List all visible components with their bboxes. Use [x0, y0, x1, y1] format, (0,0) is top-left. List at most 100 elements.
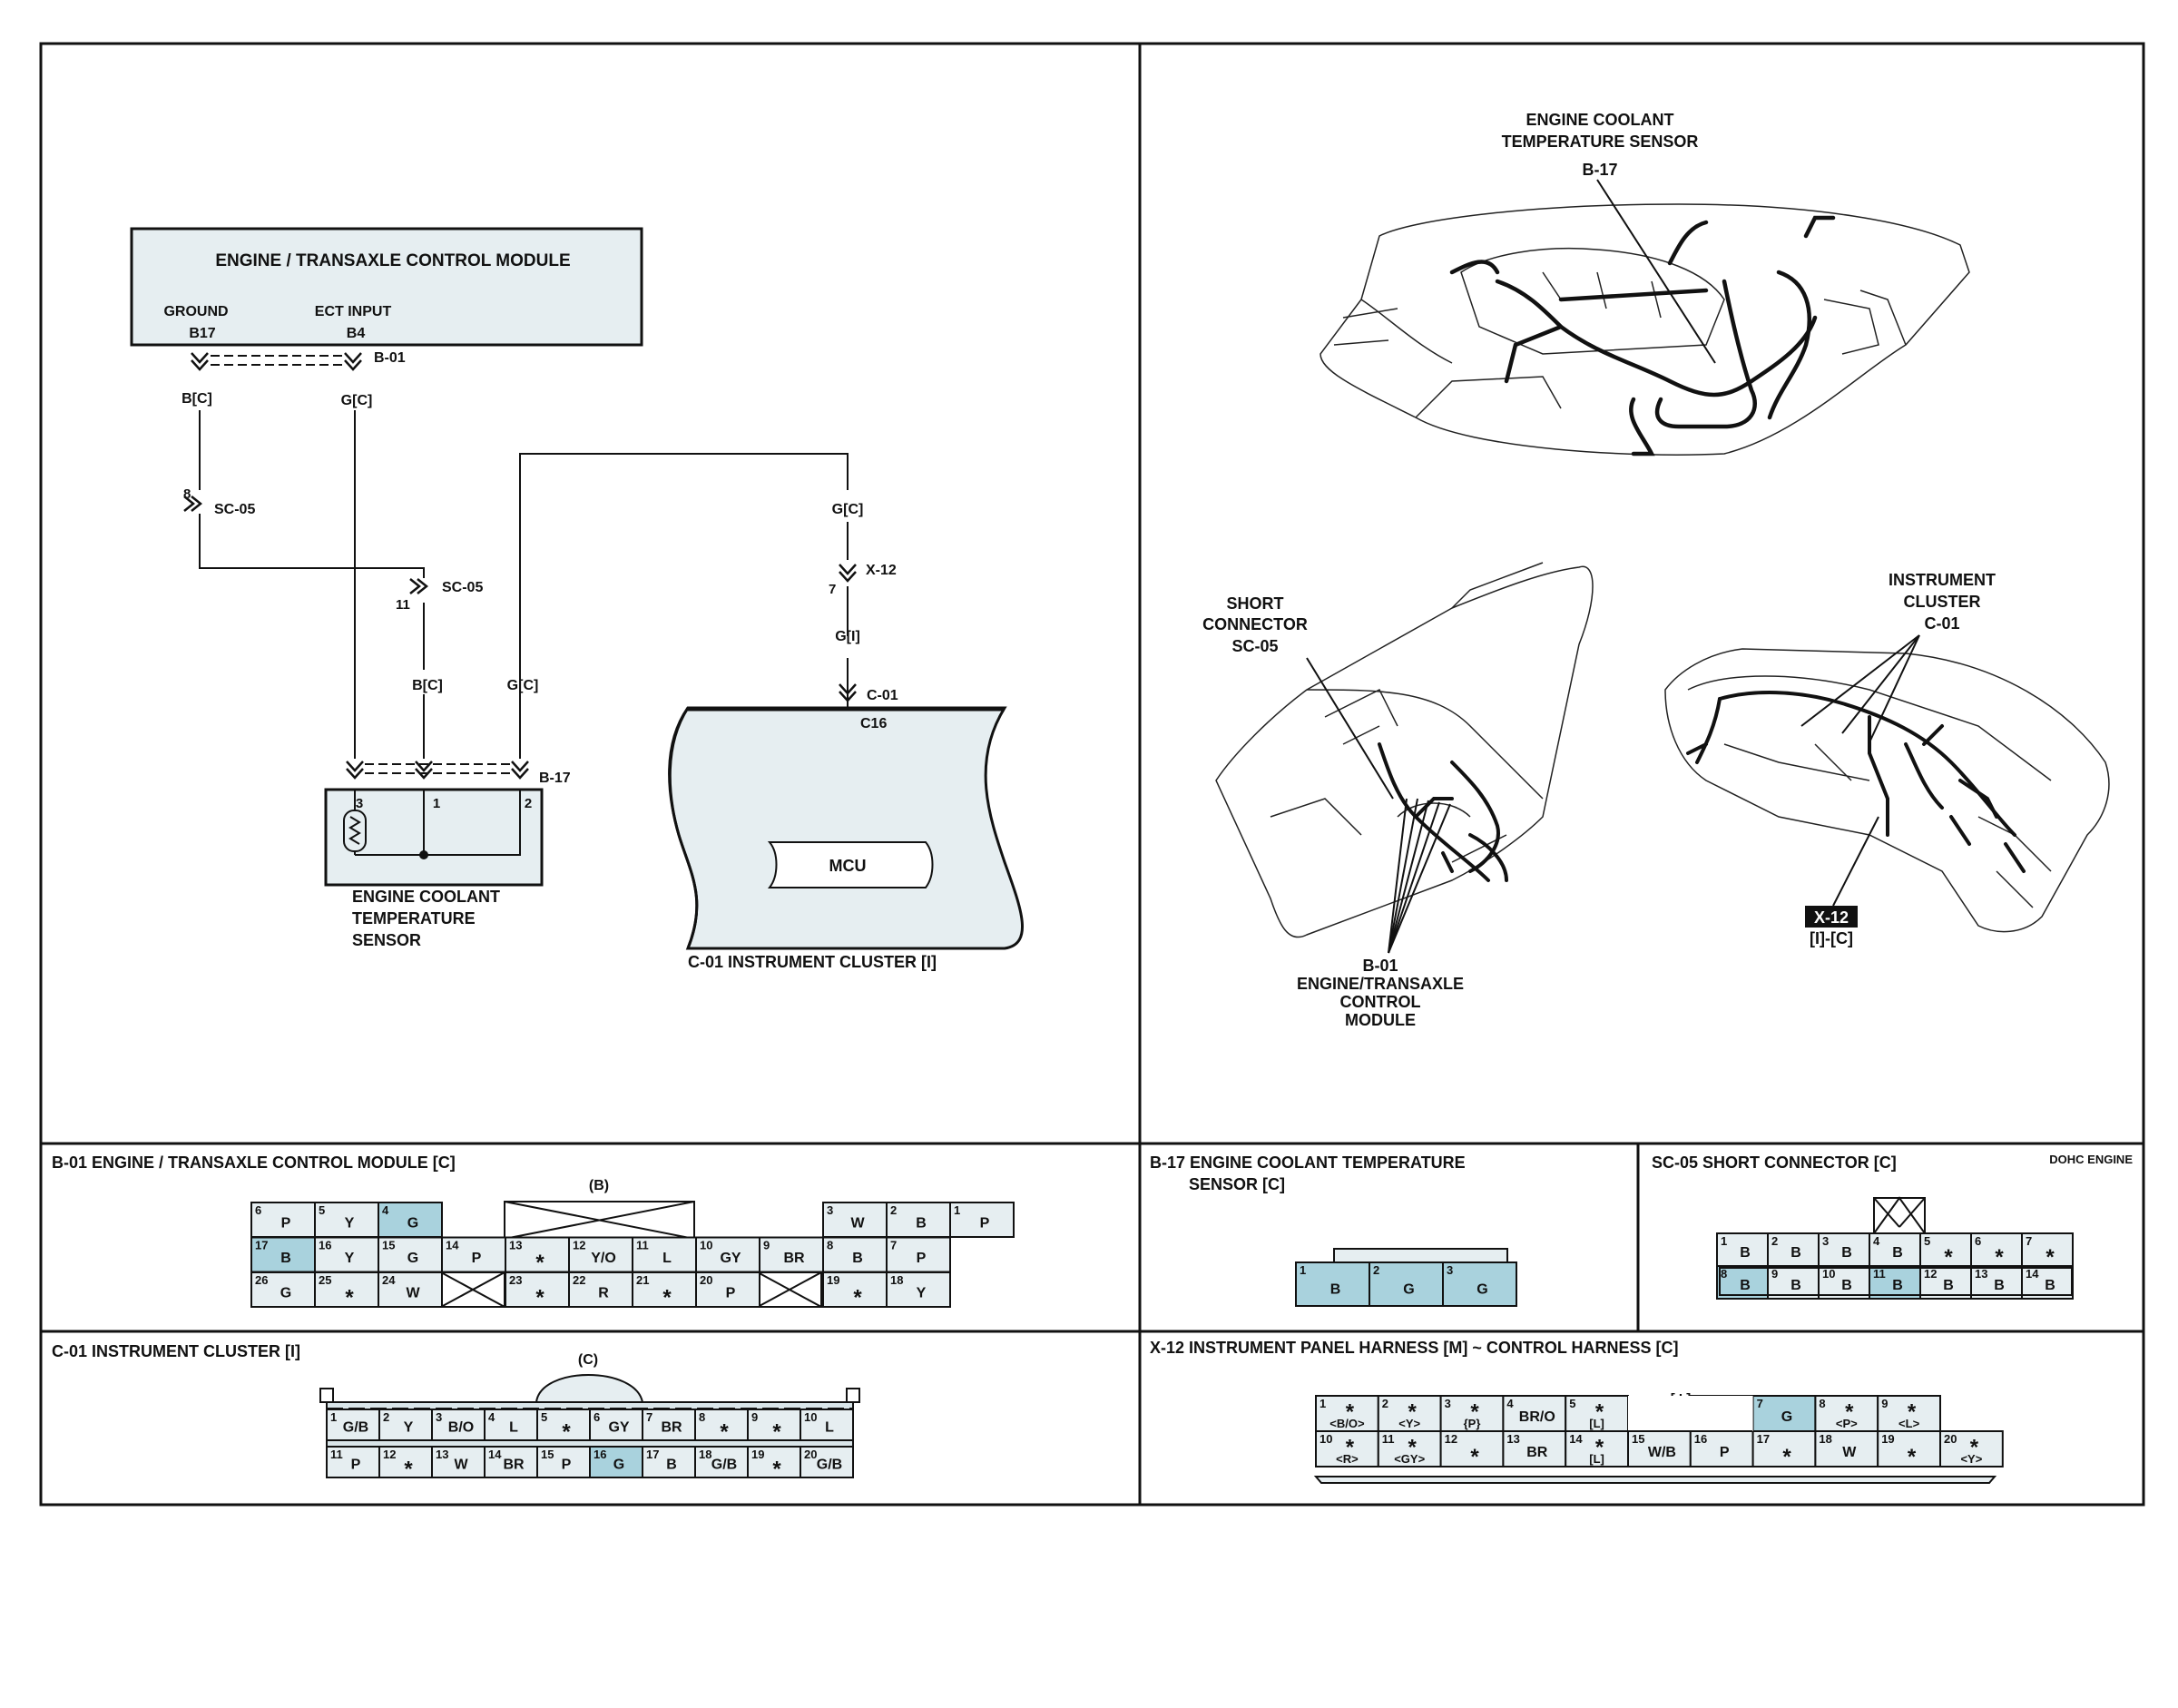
b17-title-line1: B-17 ENGINE COOLANT TEMPERATURE: [1150, 1153, 1466, 1172]
sc05-wire-color: B: [1841, 1278, 1852, 1293]
c01-wire-color: GY: [608, 1419, 629, 1435]
sc05-pin-number: 7: [2026, 1234, 2032, 1248]
b01-wire-color: Y/O: [591, 1251, 616, 1266]
sc05-pin-cell: [1767, 1265, 1820, 1300]
b01-pin-number: 20: [700, 1273, 712, 1287]
sc05-pin-cell: [1716, 1265, 1769, 1300]
b01-pin-cell: [378, 1202, 443, 1238]
wire-color-gi: G[I]: [835, 629, 860, 644]
loc-short-line1: SHORT: [1227, 594, 1284, 613]
x12-wire-color: *: [1346, 1436, 1355, 1460]
sc05-pin-7: 7*: [2021, 1232, 2074, 1270]
b01-wire-color: W: [850, 1215, 865, 1231]
c01-connector-label: C-01: [867, 688, 898, 703]
b01-wire-color: GY: [720, 1251, 741, 1266]
b01-pin-number: 14: [446, 1239, 459, 1252]
x12-pin-number: 13: [1506, 1432, 1519, 1446]
c01-pin-cell: [536, 1446, 591, 1478]
sc05-pin-number: 13: [1975, 1267, 1987, 1281]
b01-pin-5: 5Y: [314, 1202, 379, 1238]
x12-pin-19: 19*: [1877, 1430, 1941, 1469]
b01-wire-color: *: [345, 1285, 354, 1310]
x12-pin-number: 17: [1757, 1432, 1770, 1446]
b01-pin-number: 5: [319, 1203, 325, 1217]
b01-pin-25: 25*: [314, 1271, 379, 1310]
c01-pin-11: 11P: [326, 1446, 380, 1478]
c01-pin-number: 20: [804, 1448, 817, 1461]
sc05-pin-number: 9: [1771, 1267, 1778, 1281]
engine-harness: [1449, 215, 1836, 456]
b01-pin-number: 21: [636, 1273, 649, 1287]
sc05-wire-color: B: [1994, 1278, 2005, 1293]
c01-wire-color: *: [404, 1457, 413, 1481]
wires: [199, 410, 849, 842]
c01-pin-number: 6: [594, 1410, 600, 1424]
cluster-torn-edge-left: [668, 707, 699, 949]
sc05-pin-2: 2B: [1767, 1232, 1820, 1267]
sc05-key: [1873, 1196, 1926, 1237]
c01-pin-5: 5*: [536, 1409, 591, 1444]
x12-wire-color: *: [1408, 1400, 1418, 1425]
x12-pin-grid: 1*<B/O>2*<Y>3*{P}4BR/O5*[L]6*7G8*<P>9*<L…: [1315, 1395, 2004, 1469]
x12-pin-number: 19: [1881, 1432, 1894, 1446]
b17-title-line2: SENSOR [C]: [1189, 1175, 1285, 1193]
x12-pin-3: 3*{P}: [1439, 1395, 1505, 1432]
c01-wire-color: P: [351, 1457, 361, 1472]
x12-wire-note: <P>: [1836, 1417, 1858, 1430]
c01-pin-7: 7BR: [642, 1409, 696, 1441]
x12-pin-number: 14: [1569, 1432, 1583, 1446]
c01-pin-9: 9*: [747, 1409, 801, 1444]
c01-pin-number: 4: [488, 1410, 495, 1424]
b01-connector-label: B-01: [374, 350, 406, 366]
x12-wire-color: G: [1781, 1409, 1792, 1425]
x12-chevron: [838, 563, 858, 583]
c01-pin-3: 3B/O: [431, 1409, 486, 1441]
sc05-wire-color: B: [1740, 1278, 1751, 1293]
x12-pin-cell: [1939, 1430, 2004, 1468]
b01-pin-number: 19: [827, 1273, 839, 1287]
ecm-title: ENGINE / TRANSAXLE CONTROL MODULE: [215, 251, 570, 270]
c01-pin-cell: [378, 1446, 433, 1478]
b01-wire-color: G: [407, 1251, 418, 1266]
c01-wire-color: *: [772, 1419, 781, 1444]
loc-ect-line2: TEMPERATURE SENSOR: [1502, 133, 1699, 151]
b01-pin-cell: [314, 1271, 379, 1308]
sensor-pin2: 2: [525, 796, 532, 811]
c01-wire-color: B/O: [448, 1419, 474, 1435]
b01-pin-8: 8B: [822, 1236, 888, 1273]
x12-wire-color: BR/O: [1519, 1409, 1555, 1425]
interior-left-harness: [1378, 742, 1508, 882]
c01-pin-number: 17: [646, 1448, 659, 1461]
c01-pin-cell: [589, 1446, 643, 1478]
x12-pin7: 7: [829, 582, 836, 597]
b01-pin-cell: [250, 1236, 316, 1273]
b01-pin-19: 19*: [822, 1271, 888, 1310]
c01-pin-number: 5: [541, 1410, 547, 1424]
b01-pin-11: 11L: [632, 1236, 697, 1273]
c01-pin-number: 1: [330, 1410, 337, 1424]
c01-wire-color: G/B: [711, 1457, 737, 1472]
sc05-title: SC-05 SHORT CONNECTOR [C]: [1652, 1153, 1897, 1172]
sc05-pin-13: 13B: [1970, 1265, 2023, 1300]
b01-pin-cell: [378, 1236, 443, 1273]
x12-wire-note: <Y>: [1960, 1452, 1982, 1466]
sc05-lower-chevron: [408, 577, 428, 595]
x12-pin-number: 1: [1320, 1397, 1326, 1410]
b01-pin-number: 26: [255, 1273, 268, 1287]
x12-location-label: X-12: [1814, 908, 1849, 927]
x12-pin-15: 15W/B: [1627, 1430, 1692, 1468]
x12-wire-note: [L]: [1589, 1452, 1604, 1466]
x12-pin-cell: [1877, 1430, 1941, 1468]
loc-ect-line1: ENGINE COOLANT: [1526, 111, 1673, 129]
x12-pin-1: 1*<B/O>: [1315, 1395, 1379, 1432]
c01-pin-number: 11: [330, 1448, 343, 1461]
b01-pin-17: 17B: [250, 1236, 316, 1273]
b01-pin-2: 2B: [886, 1202, 951, 1238]
c01-pin-number: 15: [541, 1448, 554, 1461]
b01-pin-number: 8: [827, 1239, 833, 1252]
x12-pin-9: 9*<L>: [1877, 1395, 1941, 1432]
x12-wire-color: *: [1595, 1436, 1604, 1460]
sc05-pin-number: 11: [1873, 1267, 1886, 1281]
